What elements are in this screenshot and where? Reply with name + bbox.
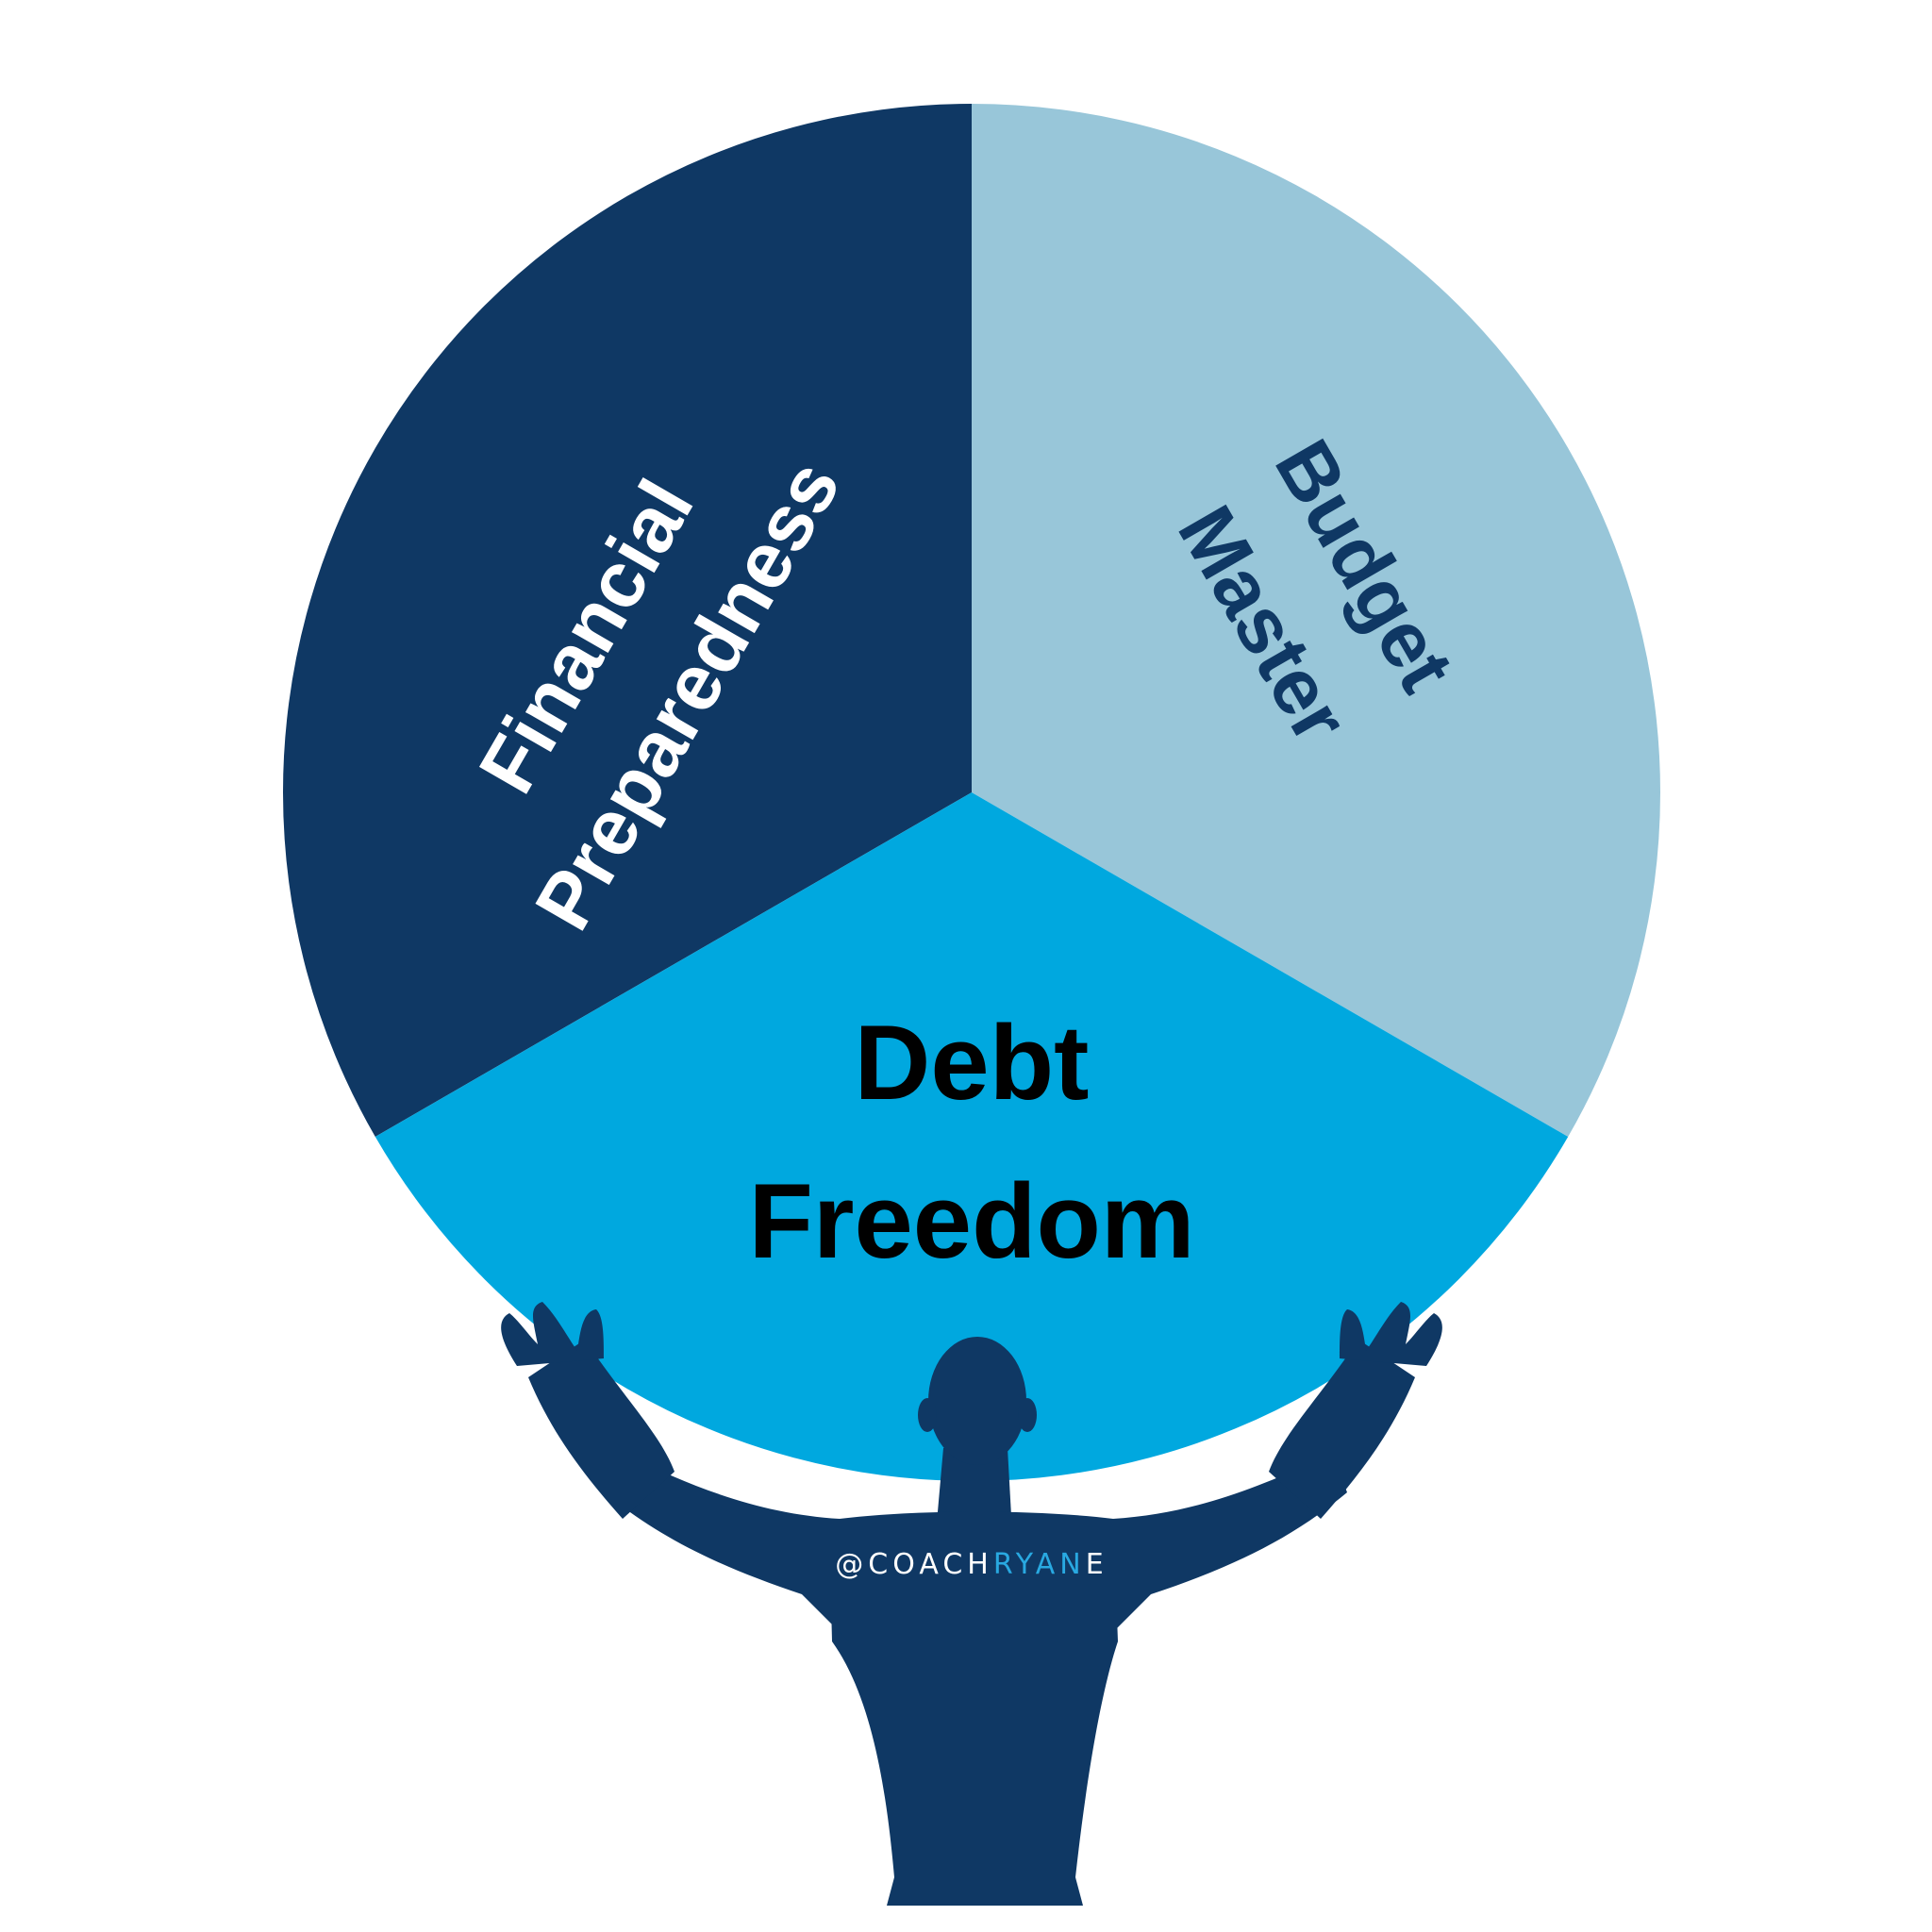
person-silhouette-icon — [501, 1302, 1442, 1906]
right-ear — [1018, 1398, 1037, 1432]
handle-suffix: E — [1086, 1548, 1108, 1581]
segment-budget-master — [972, 104, 1661, 1137]
coach-handle: @COACHRYANE — [835, 1548, 1108, 1581]
label-debt-line2: Freedom — [749, 1162, 1195, 1280]
right-hand — [1340, 1302, 1442, 1366]
left-ear — [918, 1398, 937, 1432]
handle-accent: RYAN — [993, 1548, 1086, 1581]
right-forearm — [1269, 1340, 1415, 1519]
head — [928, 1337, 1026, 1465]
torso — [830, 1566, 1118, 1906]
wheel — [282, 104, 1661, 1482]
segment-financial-preparedness — [282, 104, 972, 1137]
shoulders — [604, 1453, 1347, 1641]
segment-debt-freedom — [375, 792, 1569, 1482]
left-forearm — [528, 1340, 675, 1519]
left-hand — [501, 1302, 604, 1366]
label-debt-freedom: Debt Freedom — [749, 1004, 1195, 1280]
label-debt-line1: Debt — [855, 1004, 1090, 1122]
handle-prefix: @COACH — [835, 1548, 993, 1581]
